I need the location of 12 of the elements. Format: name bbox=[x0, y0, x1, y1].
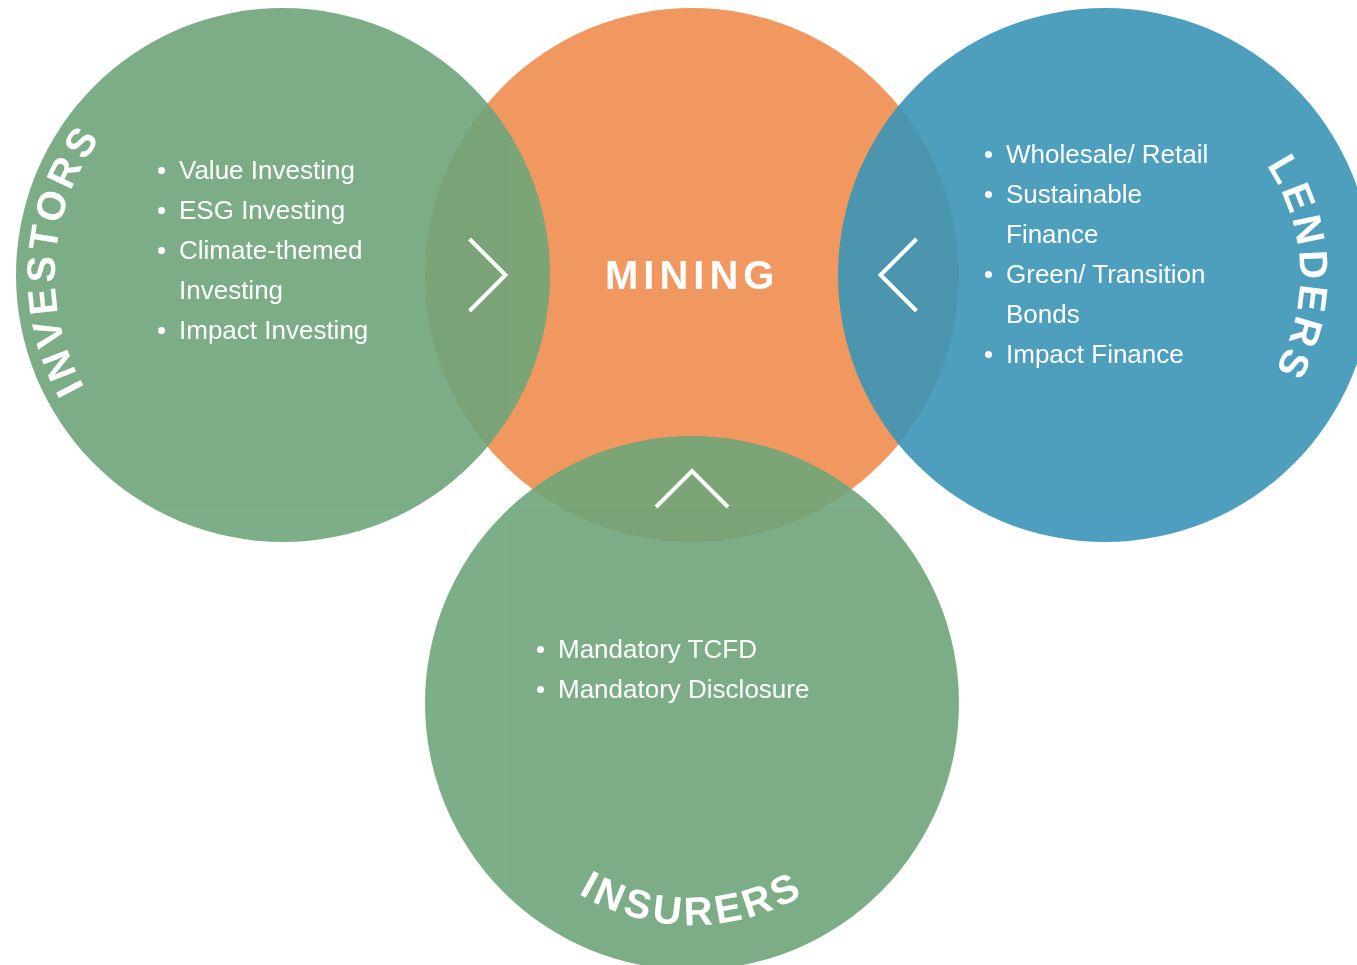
bullet-item: Climate-themed Investing bbox=[179, 234, 364, 307]
bullet-item: Value Investing bbox=[179, 154, 355, 187]
bullet-item: Wholesale/ Retail bbox=[1006, 138, 1209, 171]
bullet-item: ESG Investing bbox=[179, 194, 346, 227]
bullet-item: Impact Investing bbox=[179, 314, 369, 347]
bullet-item: Mandatory Disclosure bbox=[558, 673, 810, 706]
circle-heading: INSURERS bbox=[574, 862, 810, 934]
bullet-item: Green/ Transition Bonds bbox=[1006, 258, 1207, 331]
bullet-item: Mandatory TCFD bbox=[558, 633, 757, 666]
bullet-item: Sustainable Finance bbox=[1006, 178, 1143, 251]
circle-heading: MINING bbox=[605, 252, 780, 298]
bullet-item: Impact Finance bbox=[1006, 338, 1184, 371]
